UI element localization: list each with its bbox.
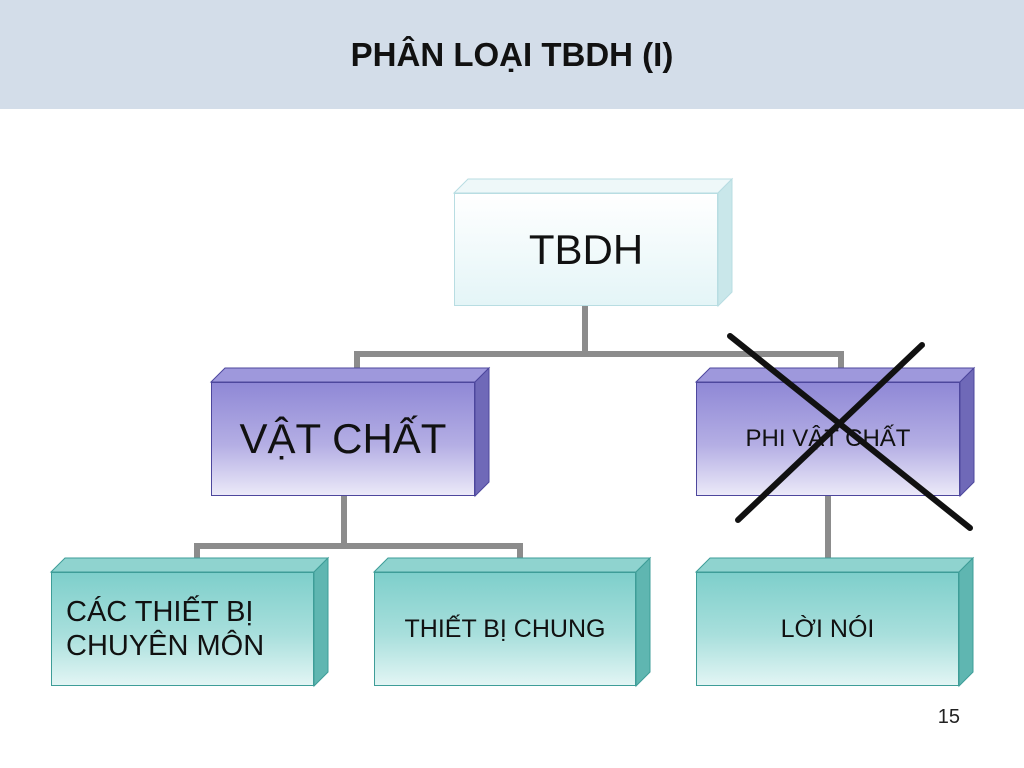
node-root-bevel bbox=[452, 177, 734, 308]
node-vat-chat: VẬT CHẤT bbox=[209, 366, 491, 498]
node-thiet-bi-chung-label: THIẾT BỊ CHUNG bbox=[374, 572, 636, 686]
node-loi-noi: LỜI NÓI bbox=[694, 556, 975, 688]
page-number: 15 bbox=[937, 706, 960, 728]
node-cac-thiet-bi-chuyen-mon: CÁC THIẾT BỊ CHUYÊN MÔN bbox=[49, 556, 330, 688]
node-root: TBDH bbox=[452, 177, 734, 308]
leaf-label-line-1: CÁC THIẾT BỊ bbox=[66, 596, 254, 628]
node-vat-chat-bevel bbox=[209, 366, 491, 498]
node-vat-chat-label: VẬT CHẤT bbox=[211, 382, 475, 496]
leaf-label-line-2: CHUYÊN MÔN bbox=[66, 630, 265, 662]
connector-root-to-branches bbox=[354, 306, 844, 372]
connector-vatchat-to-leaves bbox=[194, 496, 523, 566]
node-cac-thiet-bi-label: CÁC THIẾT BỊ CHUYÊN MÔN bbox=[51, 572, 314, 686]
slide-title: PHÂN LOẠI TBDH (I) bbox=[350, 36, 674, 73]
node-thiet-bi-chung: THIẾT BỊ CHUNG bbox=[372, 556, 652, 688]
node-loi-noi-label: LỜI NÓI bbox=[696, 572, 959, 686]
node-thiet-bi-chung-bevel bbox=[372, 556, 652, 688]
title-band bbox=[0, 0, 1024, 109]
node-phi-vat-chat: PHI VẬT CHẤT bbox=[694, 366, 976, 498]
node-phi-vat-chat-label: PHI VẬT CHẤT bbox=[696, 382, 960, 496]
node-cac-thiet-bi-bevel bbox=[49, 556, 330, 688]
node-loi-noi-bevel bbox=[694, 556, 975, 688]
node-root-label: TBDH bbox=[454, 193, 718, 306]
